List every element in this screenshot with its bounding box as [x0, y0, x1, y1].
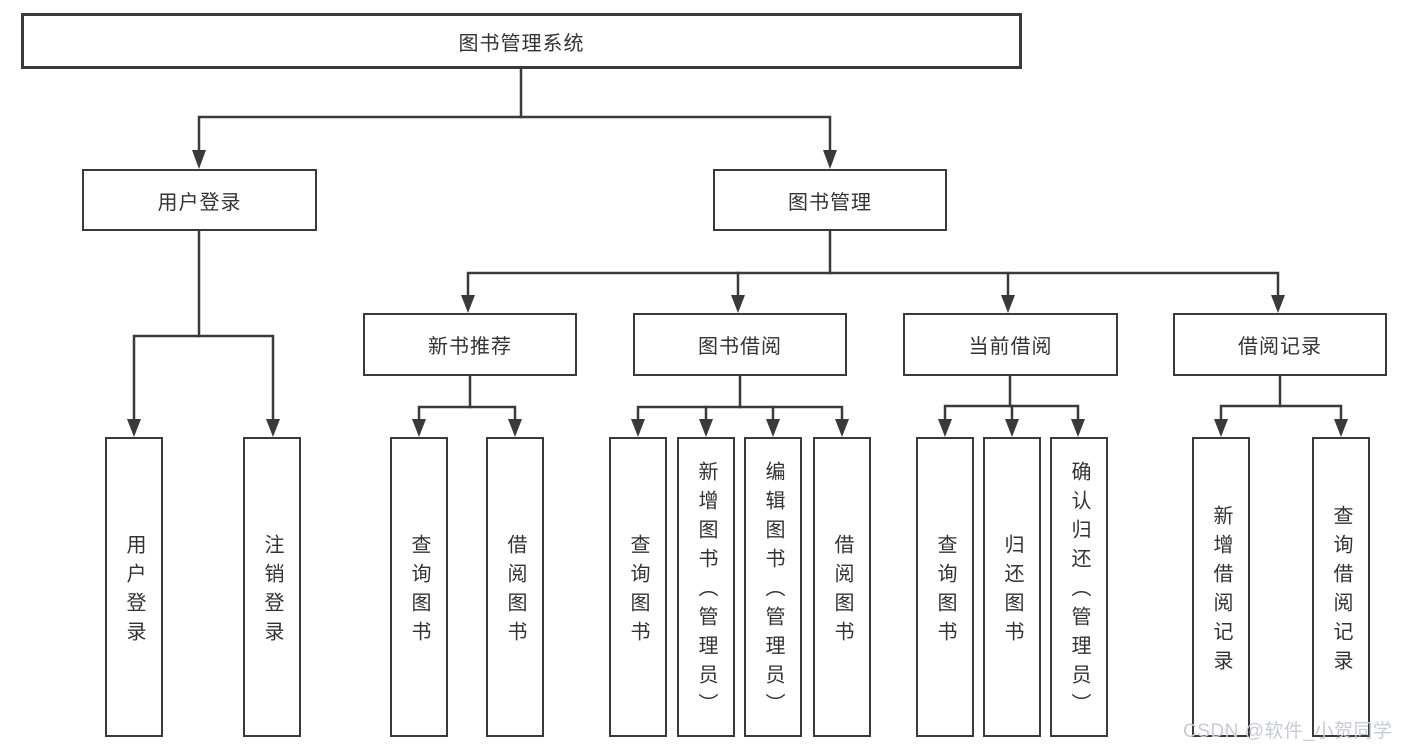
leaf-borrow-books: 借阅图书: [813, 437, 871, 737]
node-borrow-records: 借阅记录: [1173, 313, 1387, 376]
leaf-query-books-current: 查询图书: [916, 437, 974, 737]
leaf-query-books-borrow: 查询图书: [609, 437, 667, 737]
leaf-logout-label: 注销登录: [261, 533, 283, 650]
leaf-borrow-books-rec-label: 借阅图书: [504, 533, 526, 650]
leaf-add-borrow-record-label: 新增借阅记录: [1210, 504, 1232, 679]
leaf-user-login: 用户登录: [105, 437, 163, 737]
node-book-borrow-label: 图书借阅: [698, 336, 782, 358]
node-root: 图书管理系统: [21, 13, 1022, 69]
leaf-query-books-borrow-label: 查询图书: [627, 533, 649, 650]
node-book-borrow: 图书借阅: [633, 313, 847, 376]
leaf-logout: 注销登录: [243, 437, 301, 737]
leaf-borrow-books-rec: 借阅图书: [486, 437, 544, 737]
node-root-label: 图书管理系统: [458, 32, 585, 55]
leaf-confirm-return-admin: 确认归还（管理员）: [1050, 437, 1108, 737]
node-user-login-label: 用户登录: [157, 191, 242, 214]
leaf-borrow-books-label: 借阅图书: [831, 533, 853, 650]
leaf-query-borrow-record: 查询借阅记录: [1312, 437, 1370, 737]
watermark: CSDN @软件_小贺同学: [1183, 721, 1393, 742]
node-new-book-rec-label: 新书推荐: [428, 336, 512, 358]
leaf-edit-book-admin: 编辑图书（管理员）: [744, 437, 802, 737]
node-book-mgmt: 图书管理: [713, 169, 947, 231]
node-current-borrow: 当前借阅: [903, 313, 1118, 376]
node-current-borrow-label: 当前借阅: [968, 336, 1053, 358]
leaf-user-login-label: 用户登录: [123, 533, 145, 650]
leaf-return-book: 归还图书: [983, 437, 1041, 737]
leaf-query-borrow-record-label: 查询借阅记录: [1330, 504, 1352, 679]
leaf-query-books-rec-label: 查询图书: [408, 533, 430, 650]
leaf-return-book-label: 归还图书: [1001, 533, 1023, 650]
leaf-query-books-rec: 查询图书: [390, 437, 448, 737]
leaf-confirm-return-admin-label: 确认归还（管理员）: [1068, 461, 1090, 722]
node-user-login: 用户登录: [82, 169, 317, 231]
node-new-book-rec: 新书推荐: [363, 313, 577, 376]
leaf-add-book-admin: 新增图书（管理员）: [677, 437, 735, 737]
leaf-add-book-admin-label: 新增图书（管理员）: [695, 461, 717, 722]
node-book-mgmt-label: 图书管理: [788, 191, 872, 214]
node-borrow-records-label: 借阅记录: [1238, 336, 1322, 358]
leaf-add-borrow-record: 新增借阅记录: [1192, 437, 1250, 737]
leaf-query-books-current-label: 查询图书: [934, 533, 956, 650]
leaf-edit-book-admin-label: 编辑图书（管理员）: [762, 461, 784, 722]
